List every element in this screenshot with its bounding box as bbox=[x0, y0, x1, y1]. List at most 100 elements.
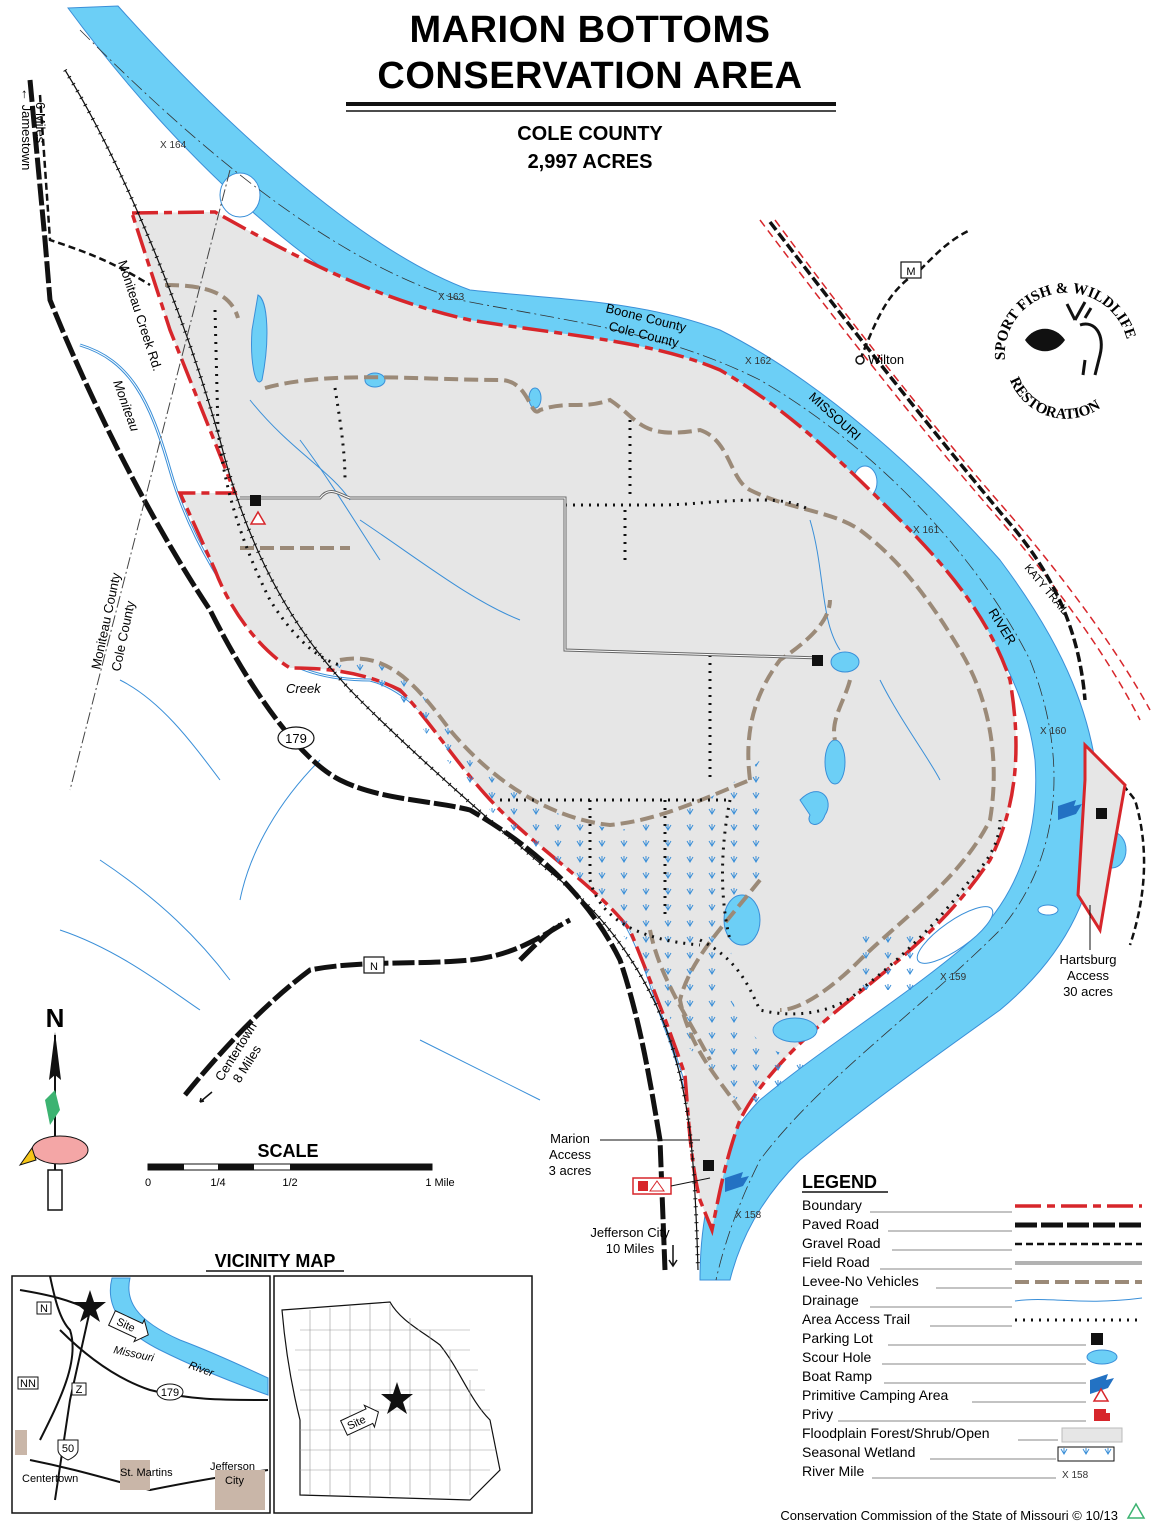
sport-fish-wildlife-emblem: SPORT FISH & WILDLIFE RESTORATION bbox=[993, 280, 1138, 423]
svg-text:Access: Access bbox=[1067, 968, 1109, 983]
svg-text:3 acres: 3 acres bbox=[549, 1163, 592, 1178]
river-centerline bbox=[79, 29, 1055, 1281]
svg-text:Boat Ramp: Boat Ramp bbox=[802, 1368, 872, 1384]
area-acres: 2,997 ACRES bbox=[528, 151, 653, 173]
wetland-swatch bbox=[1057, 1446, 1115, 1462]
seasonal-wetland-area bbox=[330, 658, 820, 1110]
svg-text:0: 0 bbox=[145, 1177, 151, 1189]
svg-text:30 acres: 30 acres bbox=[1063, 984, 1113, 999]
legend-item-trail: Area Access Trail bbox=[802, 1311, 1142, 1327]
svg-text:N: N bbox=[46, 1003, 65, 1033]
river-mile-label: X 158 bbox=[735, 1210, 762, 1221]
legend-item-floodplain: Floodplain Forest/Shrub/Open bbox=[802, 1425, 1123, 1443]
svg-text:N: N bbox=[40, 1303, 48, 1315]
river-mile-label: X 161 bbox=[913, 525, 940, 536]
svg-text:M: M bbox=[906, 266, 915, 278]
tree-icon bbox=[45, 1090, 60, 1125]
boat-ramp-icon bbox=[725, 800, 1082, 1192]
svg-text:SCALE: SCALE bbox=[257, 1141, 318, 1161]
fish-icon bbox=[1025, 328, 1065, 352]
svg-text:Z: Z bbox=[76, 1384, 83, 1396]
parking-lot-icon bbox=[250, 495, 261, 506]
mdc-logo-icon bbox=[1126, 1502, 1146, 1519]
island bbox=[219, 172, 261, 218]
vicinity-map: VICINITY MAP Site Missouri River N NN Z … bbox=[11, 1251, 533, 1514]
area-access-trails bbox=[213, 309, 1002, 1016]
site-star-icon bbox=[74, 1290, 106, 1322]
arrow-down-icon bbox=[668, 1245, 678, 1268]
svg-text:VICINITY MAP: VICINITY MAP bbox=[215, 1251, 336, 1271]
svg-text:50: 50 bbox=[62, 1443, 74, 1455]
floodplain-swatch bbox=[1061, 1427, 1123, 1443]
drainage-lines bbox=[59, 399, 941, 1101]
svg-text:Privy: Privy bbox=[802, 1406, 833, 1422]
svg-text:Field Road: Field Road bbox=[802, 1254, 870, 1270]
legend-item-field-road: Field Road bbox=[802, 1254, 1142, 1270]
svg-text:1/2: 1/2 bbox=[282, 1177, 297, 1189]
railroad-north bbox=[768, 220, 1087, 701]
title-line-1: MARION BOTTOMS bbox=[410, 9, 771, 51]
svg-text:Scour Hole: Scour Hole bbox=[802, 1349, 871, 1365]
deer-icon bbox=[1065, 301, 1103, 376]
wilton-label: Wilton bbox=[868, 352, 904, 367]
svg-text:N: N bbox=[370, 961, 378, 973]
svg-text:Seasonal Wetland: Seasonal Wetland bbox=[802, 1444, 915, 1460]
svg-text:Drainage: Drainage bbox=[802, 1292, 859, 1308]
river-mile-sample: X 158 bbox=[1062, 1470, 1089, 1481]
wilton-marker bbox=[855, 355, 865, 365]
legend-item-boat-ramp: Boat Ramp bbox=[802, 1368, 1114, 1394]
legend-item-paved-road: Paved Road bbox=[802, 1216, 1142, 1232]
legend-item-wetland: Seasonal Wetland bbox=[802, 1444, 1115, 1462]
svg-text:Access: Access bbox=[549, 1147, 591, 1162]
svg-text:Paved Road: Paved Road bbox=[802, 1216, 879, 1232]
svg-text:LEGEND: LEGEND bbox=[802, 1172, 877, 1192]
levees bbox=[164, 283, 996, 1112]
privy-icon bbox=[1094, 1409, 1110, 1421]
parking-lot-icon bbox=[703, 1160, 714, 1171]
armadillo-icon bbox=[31, 1135, 89, 1165]
marion-access-label: Marion Access 3 acres bbox=[549, 1131, 700, 1178]
scour-hole-icon bbox=[1086, 1349, 1118, 1365]
camping-icon bbox=[1092, 1387, 1110, 1402]
north-arrow: N bbox=[18, 1003, 89, 1211]
svg-text:Floodplain Forest/Shrub/Open: Floodplain Forest/Shrub/Open bbox=[802, 1425, 990, 1441]
jamestown-distance: 6 Miles bbox=[33, 102, 48, 144]
title-line-2: CONSERVATION AREA bbox=[377, 55, 802, 97]
scale-bar: SCALE 0 1/4 1/2 1 Mile bbox=[145, 1141, 455, 1189]
county-name: COLE COUNTY bbox=[517, 123, 663, 145]
boat-ramp-icon bbox=[1090, 1374, 1114, 1394]
svg-text:Centertown: Centertown bbox=[22, 1473, 78, 1485]
camping-area-icon bbox=[249, 510, 267, 525]
svg-text:Jefferson: Jefferson bbox=[210, 1461, 255, 1473]
legend-item-parking: Parking Lot bbox=[802, 1330, 1103, 1346]
river-miles: X 164 X 163 X 162 X 161 X 160 X 159 X 15… bbox=[160, 140, 1067, 1221]
map-title: MARION BOTTOMS CONSERVATION AREA COLE CO… bbox=[346, 9, 836, 173]
svg-text:Gravel Road: Gravel Road bbox=[802, 1235, 881, 1251]
footer-credit: Conservation Commission of the State of … bbox=[780, 1508, 1118, 1523]
svg-text:Parking Lot: Parking Lot bbox=[802, 1330, 873, 1346]
island bbox=[1037, 904, 1059, 916]
svg-text:1 Mile: 1 Mile bbox=[425, 1177, 454, 1189]
legend: LEGEND Boundary Paved Road Gravel Road F… bbox=[802, 1172, 1143, 1481]
marion-facilities-icon bbox=[632, 1177, 711, 1195]
katy-trail bbox=[759, 219, 1141, 721]
svg-text:Primitive Camping Area: Primitive Camping Area bbox=[802, 1387, 948, 1403]
legend-item-gravel-road: Gravel Road bbox=[802, 1235, 1142, 1251]
legend-item-privy: Privy bbox=[802, 1406, 1110, 1422]
hartsburg-access-boundary bbox=[1076, 741, 1127, 935]
river-mile-label: X 159 bbox=[940, 972, 967, 983]
svg-text:Area Access Trail: Area Access Trail bbox=[802, 1311, 910, 1327]
route-shield-m: M bbox=[900, 261, 922, 279]
legend-item-boundary: Boundary bbox=[802, 1197, 1142, 1213]
svg-text:City: City bbox=[225, 1475, 244, 1487]
svg-text:Marion: Marion bbox=[550, 1131, 590, 1146]
county-line bbox=[69, 169, 231, 791]
legend-item-drainage: Drainage bbox=[802, 1292, 1143, 1308]
svg-text:River Mile: River Mile bbox=[802, 1463, 864, 1479]
state-site-star-icon bbox=[381, 1382, 413, 1414]
route-shield-n: N bbox=[363, 956, 385, 974]
parking-lot-icon bbox=[1096, 808, 1107, 819]
river-mile-label: X 160 bbox=[1040, 726, 1067, 737]
svg-text:Jefferson City: Jefferson City bbox=[590, 1225, 670, 1240]
